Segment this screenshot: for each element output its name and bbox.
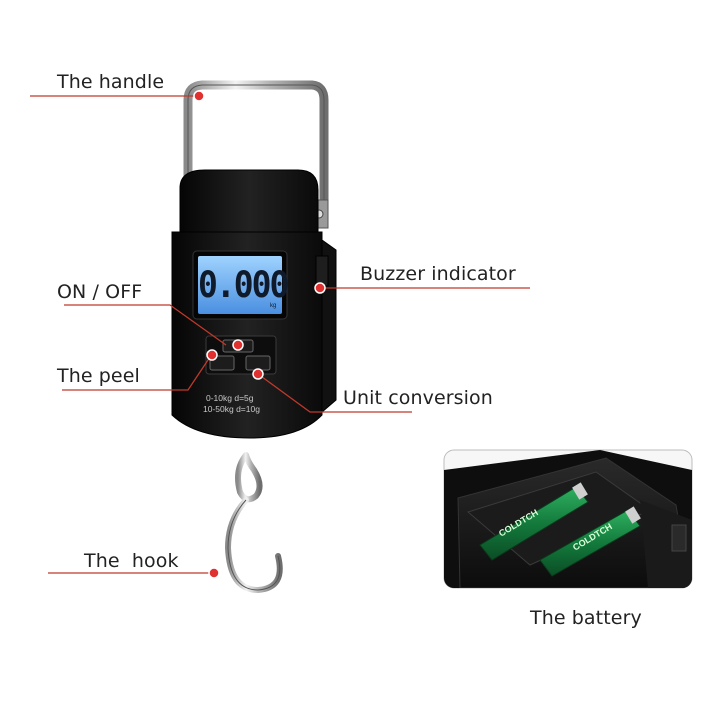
leader-unit bbox=[257, 373, 412, 413]
lcd-unit: kg bbox=[270, 303, 277, 309]
leader-on-off bbox=[64, 304, 227, 346]
marker-unit bbox=[252, 368, 264, 380]
label-hook: The hook bbox=[84, 550, 179, 572]
lcd-screen bbox=[198, 256, 282, 314]
battery-inset bbox=[443, 449, 693, 589]
range-marking-2: 10-50kg d=10g bbox=[203, 404, 260, 414]
unit-button[interactable] bbox=[245, 355, 271, 371]
marker-peel bbox=[206, 349, 218, 361]
label-buzzer-indicator: Buzzer indicator bbox=[360, 263, 516, 285]
button-panel bbox=[205, 335, 277, 375]
marker-handle bbox=[193, 90, 205, 102]
marker-hook bbox=[208, 567, 220, 579]
marker-dots bbox=[193, 90, 326, 579]
label-battery: The battery bbox=[530, 607, 642, 629]
range-marking-1: 0-10kg d=5g bbox=[206, 393, 254, 403]
marker-on-off bbox=[232, 339, 244, 351]
peel-button[interactable] bbox=[209, 355, 235, 371]
label-peel: The peel bbox=[57, 365, 140, 387]
leader-peel bbox=[62, 353, 213, 391]
top-cap bbox=[179, 169, 319, 237]
label-handle: The handle bbox=[57, 71, 165, 93]
battery-cell-2 bbox=[539, 506, 641, 577]
lcd-reading: 0.000 bbox=[198, 263, 289, 306]
battery-cell-1 bbox=[479, 482, 589, 561]
marker-buzzer bbox=[314, 282, 326, 294]
label-unit-conversion: Unit conversion bbox=[343, 387, 493, 409]
leader-lines bbox=[30, 95, 530, 574]
label-on-off: ON / OFF bbox=[57, 281, 143, 303]
